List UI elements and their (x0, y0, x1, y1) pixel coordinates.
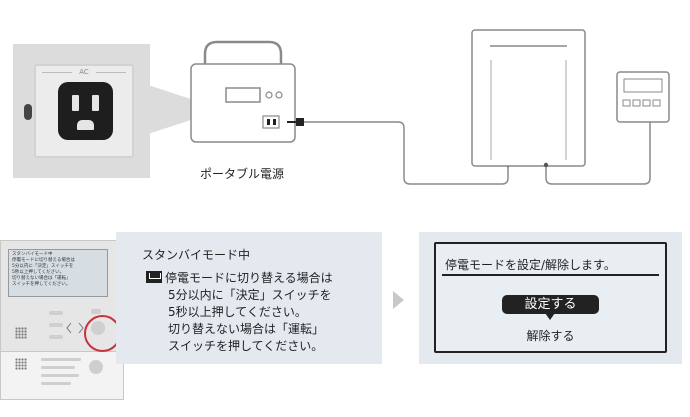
remote-screen-line: スイッチを押してください。 (12, 282, 71, 287)
message-row: 停電モードに切り替える場合は (146, 270, 333, 287)
message-line: 切り替えない場合は「運転」 (168, 322, 325, 336)
release-option[interactable]: 解除する (526, 329, 575, 343)
remote-screen: スタンバイモード中 停電モードに切り替える場合は 5分以内に「決定」スイッチを … (8, 249, 108, 297)
portable-power-station-icon (190, 40, 296, 143)
remote-button[interactable] (49, 311, 63, 315)
remote-label-strip (41, 374, 79, 377)
standby-title: スタンバイモード中 (142, 248, 251, 262)
message-line: 停電モードに切り替える場合は (165, 271, 333, 285)
device-diagram (190, 29, 670, 185)
remote-label-strip (41, 366, 75, 369)
remote-speaker (15, 358, 27, 370)
standby-message: 停電モードに切り替える場合は 5分以内に「決定」スイッチを 5秒以上押してくださ… (146, 270, 333, 355)
outage-mode-panel: 停電モードを設定/解除します。 設定する 解除する (419, 232, 682, 364)
ac-plate-line (96, 72, 126, 73)
set-option-button[interactable]: 設定する (502, 295, 599, 314)
remote-screen-line: 停電モードに切り替える場合は (12, 258, 75, 263)
remote-dpad-icon[interactable] (63, 313, 87, 343)
outlet-slot (92, 95, 99, 111)
remote-label-strip (41, 358, 81, 361)
wall-switch-knob (24, 104, 32, 120)
remote-button[interactable] (49, 323, 63, 327)
title-divider (442, 274, 659, 276)
selection-cursor-icon (545, 313, 555, 320)
remote-button[interactable] (49, 335, 63, 339)
standby-message-panel: スタンバイモード中 停電モードに切り替える場合は 5分以内に「決定」スイッチを … (116, 232, 382, 364)
portable-power-caption: ポータブル電源 (200, 167, 285, 181)
remote-screen-line: 5分以内に「決定」スイッチを (12, 264, 74, 269)
water-heater-icon (471, 29, 586, 167)
remote-label-strip (41, 382, 71, 385)
remote-cable (545, 122, 651, 185)
remote-lower-section (1, 351, 123, 399)
remote-controller-icon (616, 71, 670, 123)
message-line: 5分以内に「決定」スイッチを (168, 288, 332, 302)
ac-wall-panel: AC (13, 44, 150, 178)
remote-speaker (15, 327, 27, 339)
ac-outlet-icon (58, 82, 113, 140)
outage-mode-screen: 停電モードを設定/解除します。 設定する 解除する (434, 242, 667, 353)
mail-icon (146, 271, 162, 283)
ac-label: AC (79, 68, 89, 76)
next-step-arrow-icon (393, 291, 404, 309)
outage-mode-title: 停電モードを設定/解除します。 (445, 258, 616, 272)
ac-wall-plate: AC (34, 64, 134, 158)
message-line: 5秒以上押してください。 (168, 305, 307, 319)
remote-screen-title: スタンバイモード中 (12, 252, 53, 257)
remote-screen-line: 切り替えない場合は「運転」 (12, 276, 71, 281)
remote-controller-photo: スタンバイモード中 停電モードに切り替える場合は 5分以内に「決定」スイッチを … (0, 240, 124, 400)
outlet-slot (72, 95, 79, 111)
zoom-leader (148, 85, 200, 134)
message-line: スイッチを押してください。 (168, 339, 324, 353)
remote-screen-line: 5秒以上押してください。 (12, 270, 65, 275)
remote-button[interactable] (91, 309, 101, 314)
ac-plate-line (42, 72, 72, 73)
remote-button[interactable] (89, 360, 103, 374)
outlet-ground-hole (77, 120, 94, 130)
